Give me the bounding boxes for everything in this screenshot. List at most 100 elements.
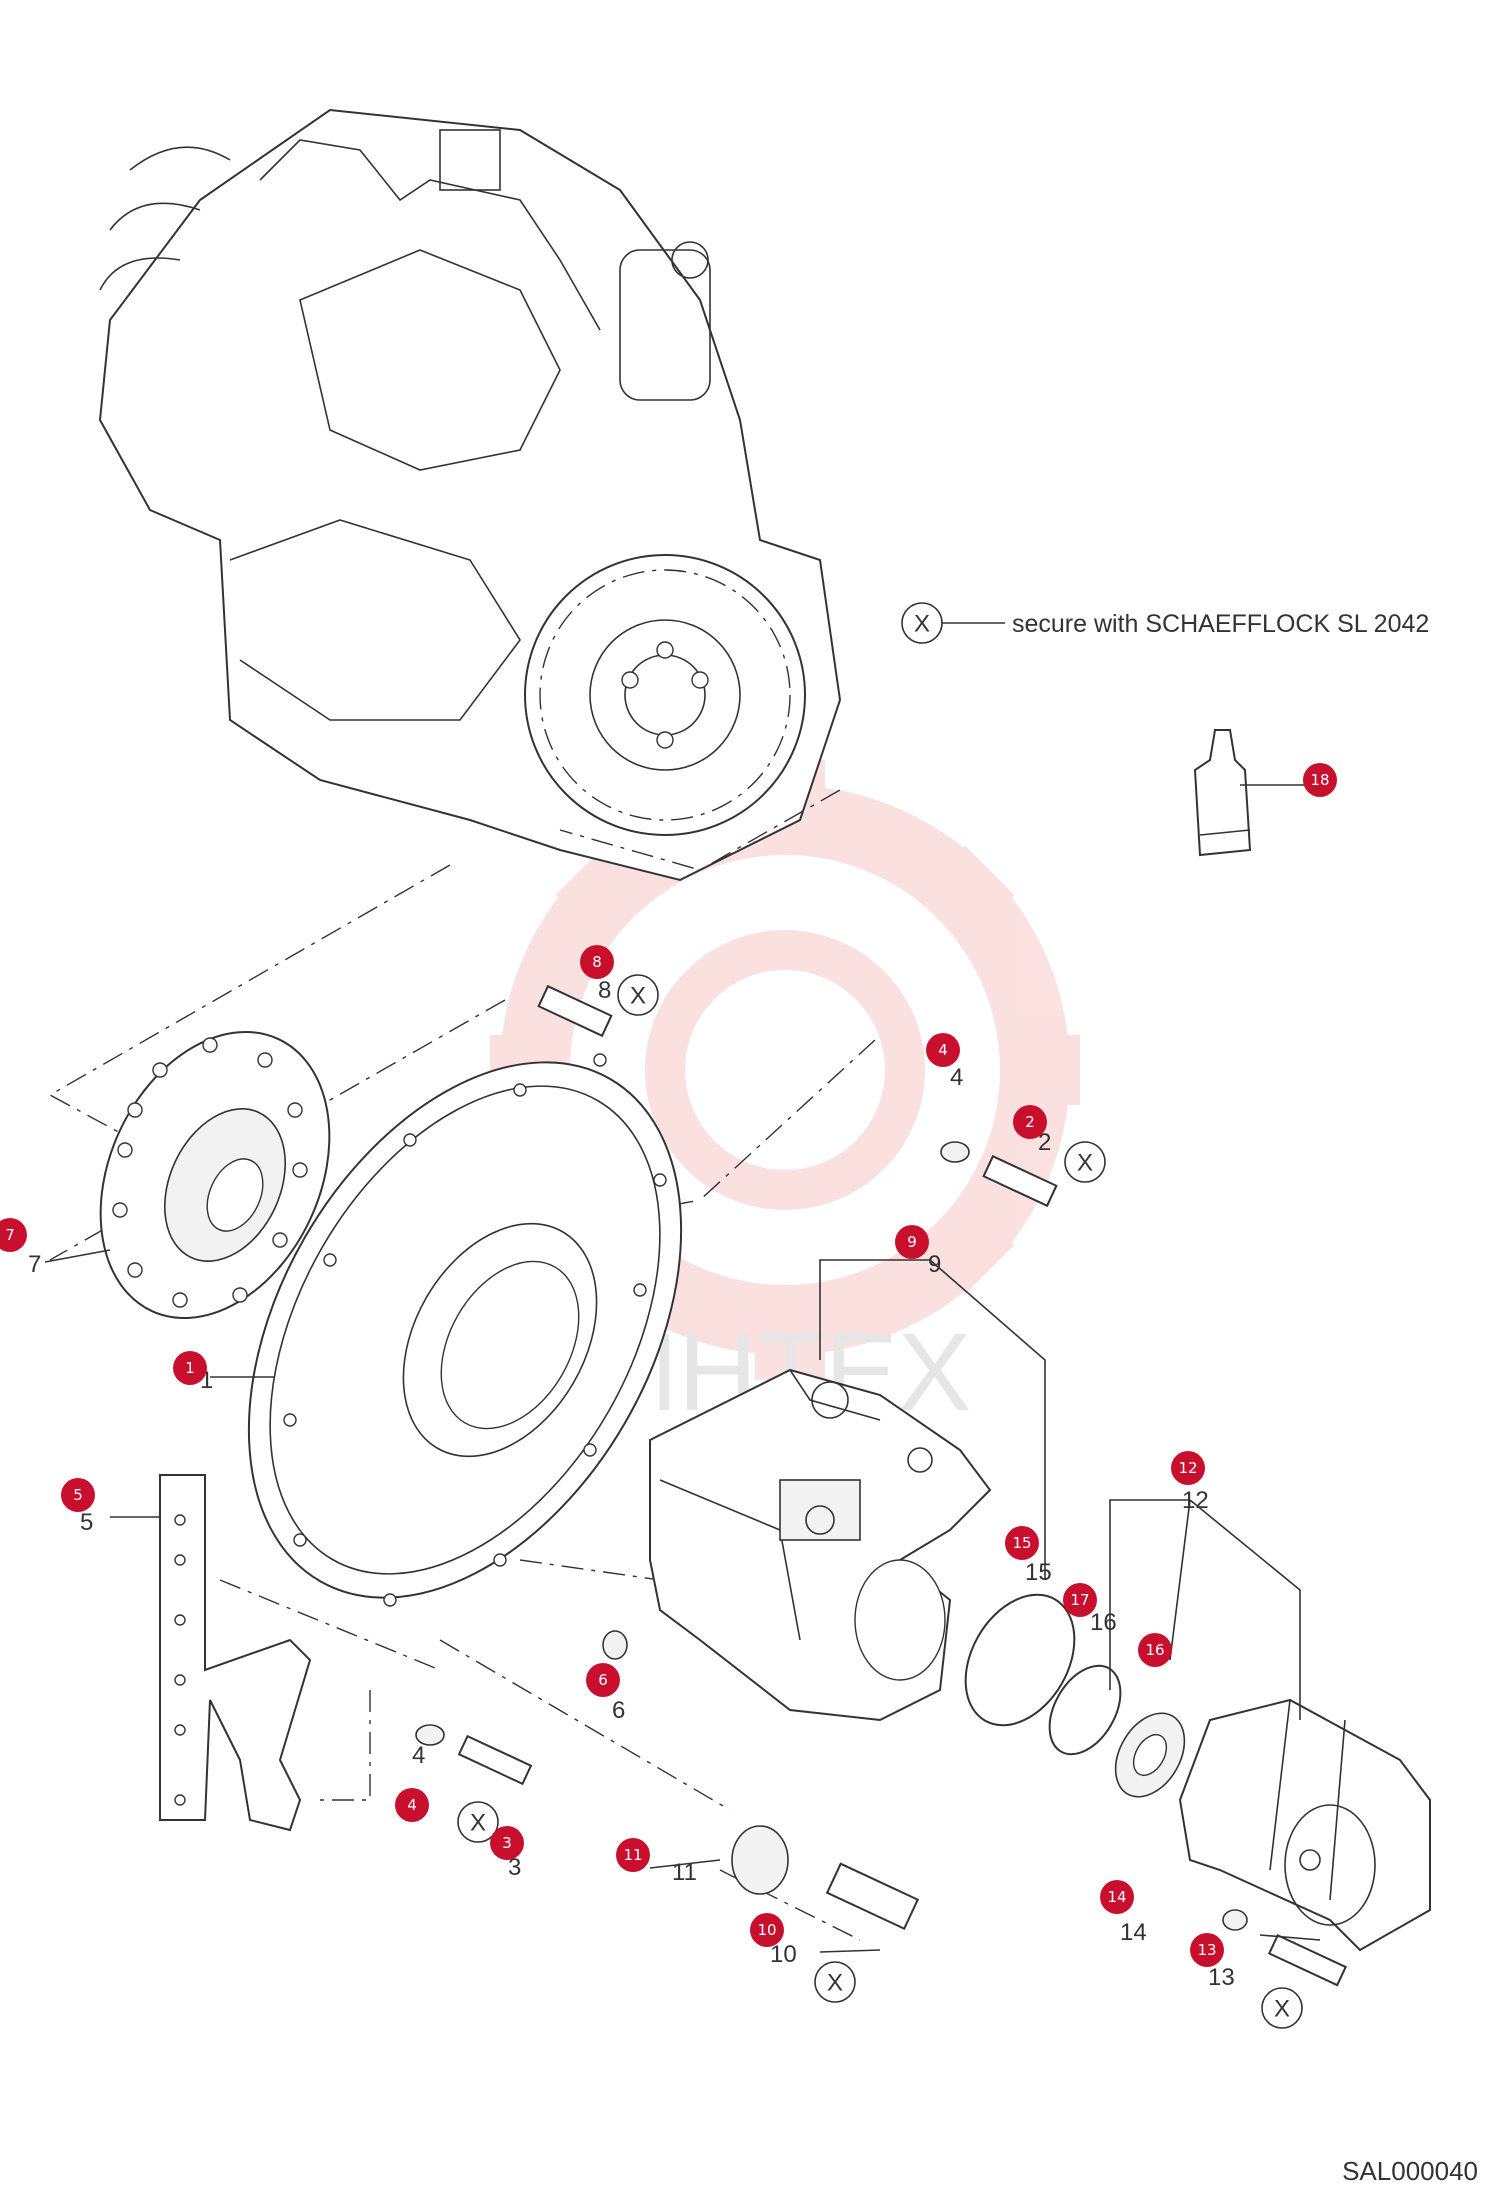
part-label-2: 2 bbox=[1038, 1129, 1051, 1156]
part-label-9: 9 bbox=[928, 1251, 941, 1278]
x-symbol-part-8: X bbox=[617, 974, 659, 1016]
svg-text:10: 10 bbox=[757, 1921, 776, 1939]
svg-text:18: 18 bbox=[1310, 771, 1329, 789]
callout-15: 15 bbox=[1005, 1526, 1039, 1560]
svg-text:6: 6 bbox=[598, 1671, 608, 1689]
leader-part-9 bbox=[819, 1259, 1046, 1580]
bolt-part-3 bbox=[457, 1734, 533, 1786]
part-label-8: 8 bbox=[598, 977, 611, 1004]
svg-text:X: X bbox=[470, 1810, 486, 1837]
part-label-4b: 4 bbox=[412, 1742, 425, 1769]
washer-part-4-upper bbox=[940, 1141, 970, 1163]
callout-10: 10 bbox=[750, 1913, 784, 1947]
hydraulic-pump-part-9 bbox=[649, 1368, 992, 1722]
part-label-6: 6 bbox=[612, 1697, 625, 1724]
part-label-7: 7 bbox=[28, 1251, 41, 1278]
callout-12: 12 bbox=[1171, 1451, 1205, 1485]
svg-text:4: 4 bbox=[938, 1041, 948, 1059]
x-symbol-part-3: X bbox=[457, 1801, 499, 1843]
svg-text:15: 15 bbox=[1012, 1534, 1031, 1552]
legend-text: secure with SCHAEFFLOCK SL 2042 bbox=[1012, 610, 1429, 638]
svg-text:5: 5 bbox=[73, 1486, 83, 1504]
leader-part-11 bbox=[649, 1859, 721, 1869]
x-symbol-part-13: X bbox=[1261, 1987, 1303, 2029]
part-label-4a: 4 bbox=[950, 1064, 963, 1091]
part-label-10: 10 bbox=[770, 1941, 797, 1968]
svg-text:X: X bbox=[827, 1970, 843, 1997]
svg-text:9: 9 bbox=[907, 1233, 917, 1251]
gear-pump-part-12 bbox=[1178, 1698, 1431, 1952]
bolt-part-8 bbox=[537, 984, 613, 1038]
plug-part-6 bbox=[602, 1630, 628, 1660]
washer-part-14 bbox=[1222, 1909, 1248, 1931]
drawing-number: SAL000040 bbox=[1342, 2156, 1478, 2186]
coupling-disc-part-7 bbox=[99, 1030, 331, 1320]
x-symbol-part-10: X bbox=[814, 1961, 856, 2003]
callout-4b: 4 bbox=[395, 1788, 429, 1822]
part-label-11: 11 bbox=[672, 1859, 697, 1886]
callout-11: 11 bbox=[616, 1838, 650, 1872]
callout-4a: 4 bbox=[926, 1033, 960, 1067]
x-symbol-part-2: X bbox=[1064, 1141, 1106, 1183]
bolt-part-13 bbox=[1267, 1933, 1347, 1987]
part-label-16: 16 bbox=[1090, 1609, 1117, 1636]
x-symbols: X X X X X bbox=[457, 974, 1303, 2029]
circlip-part-17 bbox=[1048, 1664, 1122, 1756]
adhesive-tube-part-18 bbox=[1193, 729, 1252, 857]
leader-part-12 bbox=[1109, 1499, 1301, 1720]
spacer-part-11 bbox=[731, 1825, 789, 1895]
callout-14: 14 bbox=[1100, 1880, 1134, 1914]
svg-text:7: 7 bbox=[5, 1226, 15, 1244]
part-label-12: 12 bbox=[1182, 1487, 1209, 1514]
callout-5: 5 bbox=[61, 1478, 95, 1512]
housing-plate-part-1 bbox=[247, 1053, 683, 1607]
svg-text:17: 17 bbox=[1070, 1591, 1089, 1609]
svg-text:13: 13 bbox=[1197, 1941, 1216, 1959]
callouts: 1 2 3 4 4 5 6 7 8 9 10 11 12 13 14 15 16… bbox=[0, 763, 1337, 1967]
screw-part-10 bbox=[825, 1862, 920, 1931]
leader-part-7 bbox=[44, 1249, 111, 1263]
part-label-5: 5 bbox=[80, 1509, 93, 1536]
bolt-part-2 bbox=[982, 1154, 1058, 1208]
callout-6: 6 bbox=[586, 1663, 620, 1697]
callout-2: 2 bbox=[1013, 1105, 1047, 1139]
part-labels: 1 2 3 4 4 5 6 7 8 9 10 11 12 13 14 15 16 bbox=[28, 977, 1235, 1991]
svg-text:X: X bbox=[1077, 1150, 1093, 1177]
engine-illustration bbox=[98, 108, 842, 882]
callout-8: 8 bbox=[580, 945, 614, 979]
leader-part-13 bbox=[1259, 1934, 1321, 1941]
bearing-part-16 bbox=[1114, 1712, 1186, 1798]
legend: X secure with SCHAEFFLOCK SL 2042 bbox=[901, 602, 1429, 644]
svg-text:8: 8 bbox=[592, 953, 602, 971]
svg-text:16: 16 bbox=[1145, 1641, 1164, 1659]
part-label-15: 15 bbox=[1025, 1559, 1052, 1586]
svg-text:12: 12 bbox=[1178, 1459, 1197, 1477]
leader-part-10 bbox=[819, 1949, 881, 1953]
svg-text:X: X bbox=[914, 611, 930, 638]
callout-3: 3 bbox=[490, 1826, 524, 1860]
svg-text:1: 1 bbox=[185, 1359, 195, 1377]
o-ring-part-15 bbox=[964, 1593, 1076, 1727]
callout-7: 7 bbox=[0, 1218, 27, 1252]
callout-16: 16 bbox=[1138, 1633, 1172, 1667]
callout-1: 1 bbox=[173, 1351, 207, 1385]
svg-text:14: 14 bbox=[1107, 1888, 1126, 1906]
svg-text:11: 11 bbox=[623, 1846, 642, 1864]
fasteners bbox=[415, 984, 1347, 1987]
svg-text:X: X bbox=[630, 983, 646, 1010]
callout-17: 17 bbox=[1063, 1583, 1097, 1617]
legend-x-symbol: X bbox=[901, 602, 943, 644]
part-label-14: 14 bbox=[1120, 1919, 1147, 1946]
svg-text:3: 3 bbox=[502, 1834, 512, 1852]
callout-9: 9 bbox=[895, 1225, 929, 1259]
part-label-3: 3 bbox=[508, 1854, 521, 1881]
svg-text:4: 4 bbox=[407, 1796, 417, 1814]
svg-text:2: 2 bbox=[1025, 1113, 1035, 1131]
callout-13: 13 bbox=[1190, 1933, 1224, 1967]
bracket-part-5 bbox=[159, 1474, 312, 1832]
callout-18: 18 bbox=[1303, 763, 1337, 797]
part-label-13: 13 bbox=[1208, 1964, 1235, 1991]
svg-text:X: X bbox=[1274, 1996, 1290, 2023]
washer-part-4-lower bbox=[415, 1724, 445, 1746]
